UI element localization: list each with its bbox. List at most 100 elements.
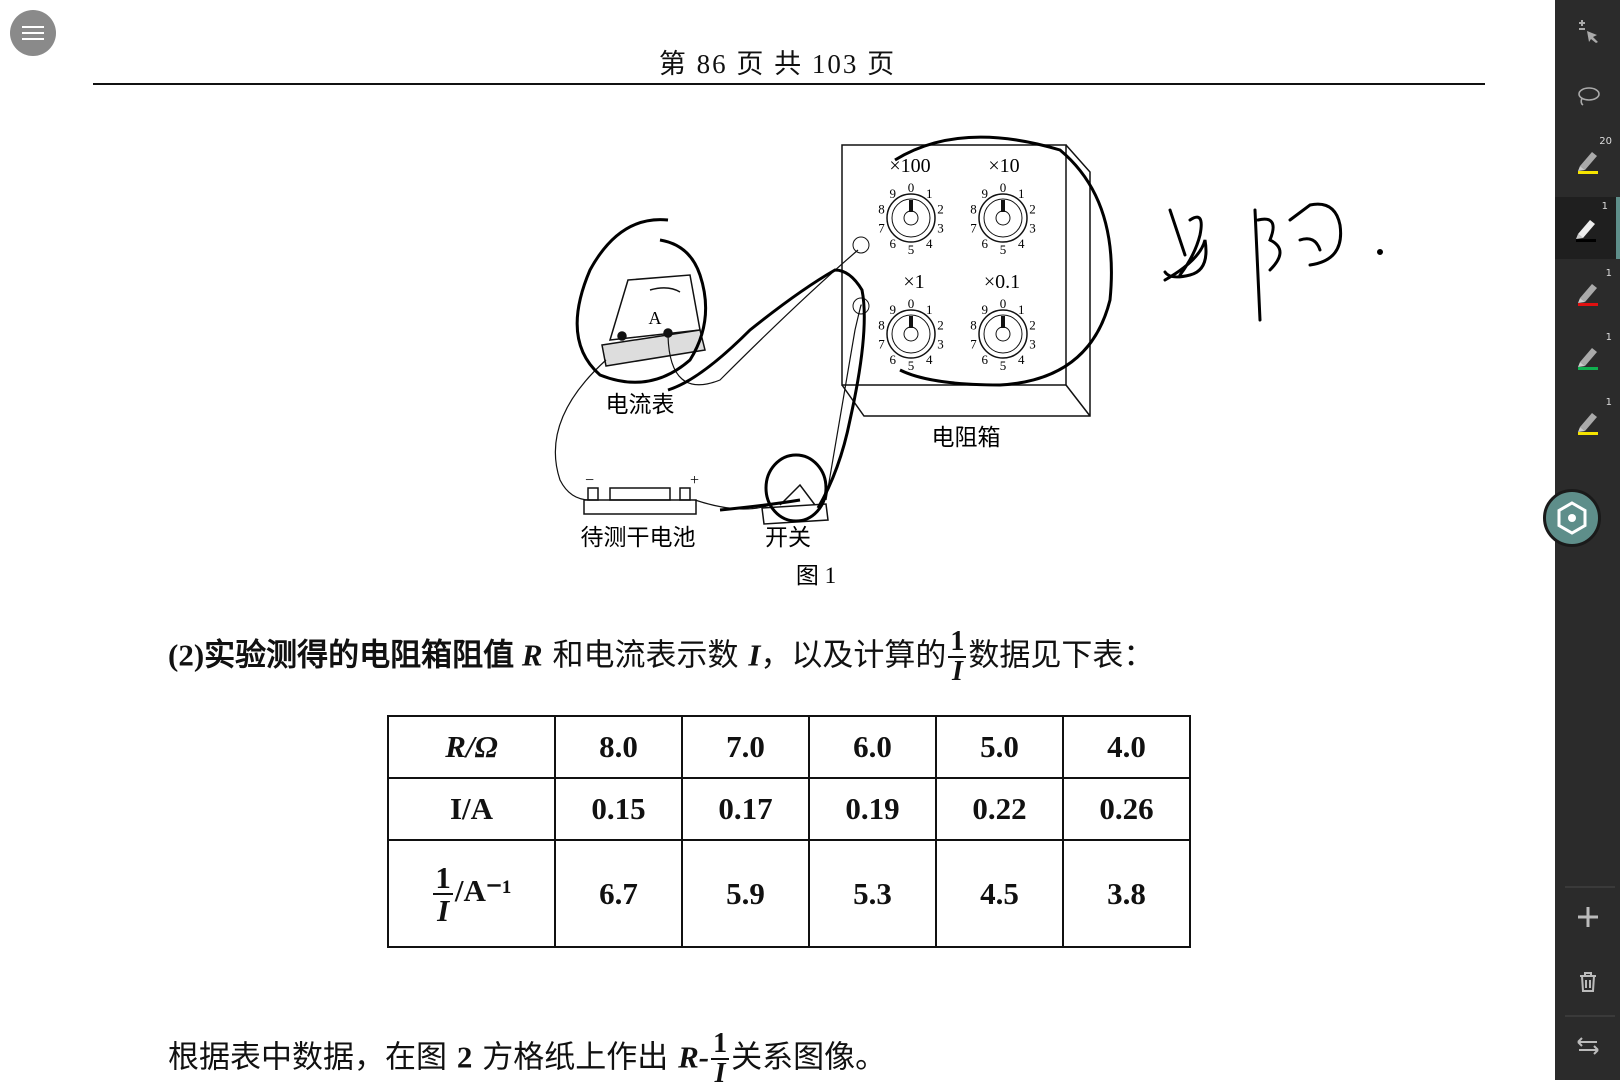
dial-digit: 0 — [1000, 296, 1007, 311]
dial-multiplier-label: ×1 — [903, 271, 924, 293]
dial-digit: 7 — [970, 337, 977, 352]
pen-yellow-tool[interactable]: 1 — [1555, 393, 1620, 449]
dial-digit: 5 — [908, 242, 915, 257]
pen-green-icon — [1577, 348, 1598, 370]
battery-label: 待测干电池 — [581, 525, 696, 551]
move-select-icon — [1578, 20, 1598, 43]
dial-digit: 2 — [937, 317, 944, 332]
dial-digit: 7 — [878, 337, 885, 352]
dial-digit: 9 — [982, 186, 989, 201]
battery-minus: − — [585, 472, 594, 489]
swap-side-button[interactable] — [1555, 1018, 1620, 1074]
lasso-tool[interactable] — [1555, 68, 1620, 124]
dial-digit: 7 — [970, 221, 977, 236]
dial-digit: 1 — [1018, 186, 1025, 201]
dial-digit: 4 — [1018, 352, 1025, 367]
switch-label: 开关 — [765, 525, 811, 551]
ammeter-symbol: A — [649, 308, 662, 328]
pen-red-icon — [1577, 284, 1598, 306]
dial-digit: 2 — [937, 201, 944, 216]
dial-digit: 1 — [926, 302, 933, 317]
hamburger-icon — [22, 32, 44, 34]
delete-button[interactable] — [1555, 954, 1620, 1010]
pen-yellow-icon — [1577, 413, 1598, 435]
dial-digit: 4 — [1018, 236, 1025, 251]
dial-digit: 6 — [982, 352, 989, 367]
tool-count: 20 — [1599, 136, 1612, 147]
select-move-tool[interactable] — [1555, 4, 1620, 60]
dial-digit: 8 — [878, 317, 885, 332]
dial-digit: 6 — [982, 236, 989, 251]
tool-count: 1 — [1605, 268, 1612, 279]
dial-digit: 9 — [982, 302, 989, 317]
terminal-1 — [852, 236, 870, 254]
row-header: I/A — [387, 777, 556, 841]
header-divider — [93, 83, 1485, 85]
resistance-box — [841, 144, 1091, 417]
dial-digit: 0 — [908, 296, 915, 311]
dial-multiplier-label: ×0.1 — [984, 271, 1020, 293]
battery — [583, 487, 697, 515]
switch — [761, 483, 829, 525]
page-indicator: 第 86 页 共 103 页 — [658, 49, 897, 79]
dial-digit: 2 — [1029, 201, 1036, 216]
menu-button[interactable] — [10, 10, 56, 56]
dial-digit: 5 — [1000, 242, 1007, 257]
highlighter-tool[interactable]: 20 — [1555, 132, 1620, 188]
battery-plus: + — [690, 472, 699, 489]
hexagon-icon — [1557, 501, 1587, 535]
figure-caption: 图 1 — [796, 563, 836, 588]
floating-settings-button[interactable] — [1543, 489, 1601, 547]
handwriting-annotation — [1163, 202, 1383, 322]
dial-digit: 9 — [890, 302, 897, 317]
tool-count: 1 — [1605, 397, 1612, 408]
tool-count: 1 — [1605, 332, 1612, 343]
highlighter-icon — [1577, 152, 1598, 174]
pen-black-icon — [1575, 220, 1596, 242]
dial-digit: 3 — [937, 221, 944, 236]
dial-multiplier-label: ×100 — [889, 155, 930, 177]
dial-digit: 3 — [937, 337, 944, 352]
dial-digit: 2 — [1029, 317, 1036, 332]
pen-red-tool[interactable]: 1 — [1555, 264, 1620, 320]
lasso-icon — [1577, 87, 1600, 106]
trash-icon — [1579, 972, 1596, 992]
add-button[interactable] — [1555, 889, 1620, 945]
dial-digit: 6 — [890, 236, 897, 251]
dial-digit: 9 — [890, 186, 897, 201]
pen-black-tool[interactable]: 1 — [1555, 197, 1620, 259]
dial-digit: 3 — [1029, 337, 1036, 352]
dial-digit: 1 — [1018, 302, 1025, 317]
dial-digit: 0 — [1000, 180, 1007, 195]
ammeter-label: 电流表 — [606, 392, 675, 418]
tool-count: 1 — [1601, 201, 1608, 212]
ink-annotations — [575, 135, 1113, 523]
dial-digit: 4 — [926, 236, 933, 251]
dial-digit: 4 — [926, 352, 933, 367]
row-header: R/Ω — [387, 715, 556, 779]
resistance-box-label: 电阻箱 — [932, 425, 1001, 451]
dial-digit: 3 — [1029, 221, 1036, 236]
pen-green-tool[interactable]: 1 — [1555, 328, 1620, 384]
dial-digit: 8 — [878, 201, 885, 216]
dial-digit: 7 — [878, 221, 885, 236]
dial-digit: 5 — [1000, 358, 1007, 373]
dial-multiplier-label: ×10 — [988, 155, 1019, 177]
plus-icon — [1577, 907, 1598, 927]
dial-digit: 6 — [890, 352, 897, 367]
dial-digit: 1 — [926, 186, 933, 201]
wires — [554, 249, 862, 510]
divider — [1565, 886, 1615, 888]
